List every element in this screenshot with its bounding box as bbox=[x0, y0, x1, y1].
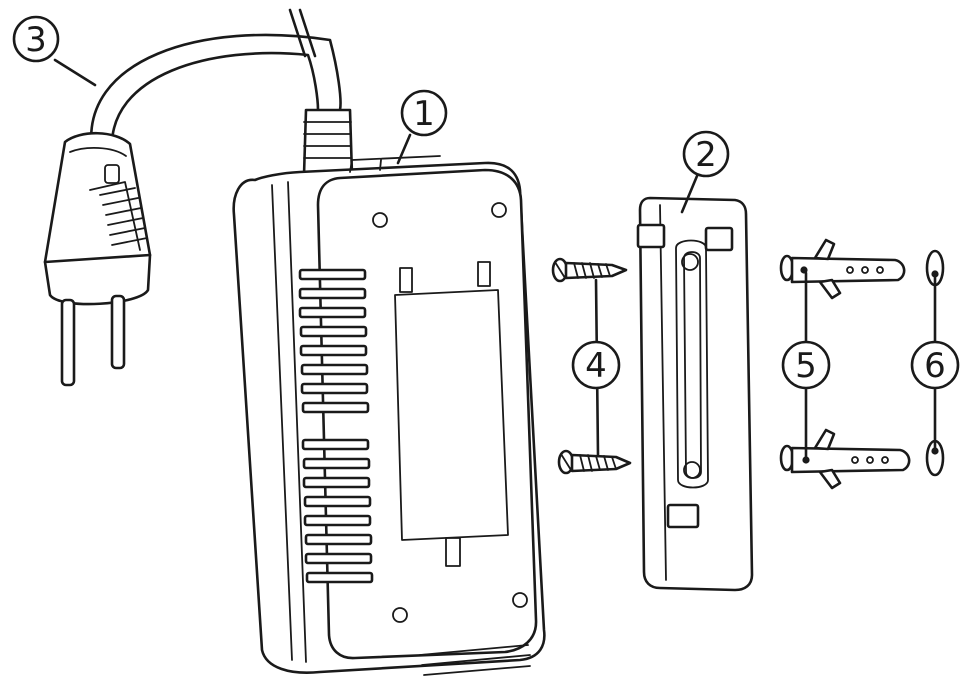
callout-2-label: 2 bbox=[695, 135, 717, 175]
callout-2-leader bbox=[680, 174, 699, 214]
power-supply-unit bbox=[232, 155, 546, 676]
callout-3: 3 bbox=[12, 15, 60, 63]
wall-plug-top bbox=[779, 238, 906, 300]
ventilation-slots bbox=[298, 268, 374, 584]
callout-3-leader bbox=[53, 58, 97, 87]
callout-5-label: 5 bbox=[795, 346, 817, 386]
callout-5: 5 bbox=[781, 340, 831, 390]
callout-2: 2 bbox=[682, 130, 730, 178]
screw-top bbox=[551, 257, 628, 283]
callout-1: 1 bbox=[400, 89, 448, 137]
callout-4: 4 bbox=[571, 340, 621, 390]
power-cable bbox=[89, 8, 354, 177]
wall-plug-bottom bbox=[779, 428, 911, 490]
callout-4-label: 4 bbox=[585, 346, 607, 386]
callout-6-label: 6 bbox=[924, 346, 946, 386]
callout-6: 6 bbox=[910, 340, 960, 390]
wall-bracket bbox=[636, 196, 754, 592]
callout-1-leader bbox=[396, 133, 412, 165]
callout-3-label: 3 bbox=[25, 20, 47, 60]
callout-1-label: 1 bbox=[413, 94, 435, 134]
screw-bottom bbox=[557, 449, 632, 475]
plug bbox=[43, 131, 152, 387]
